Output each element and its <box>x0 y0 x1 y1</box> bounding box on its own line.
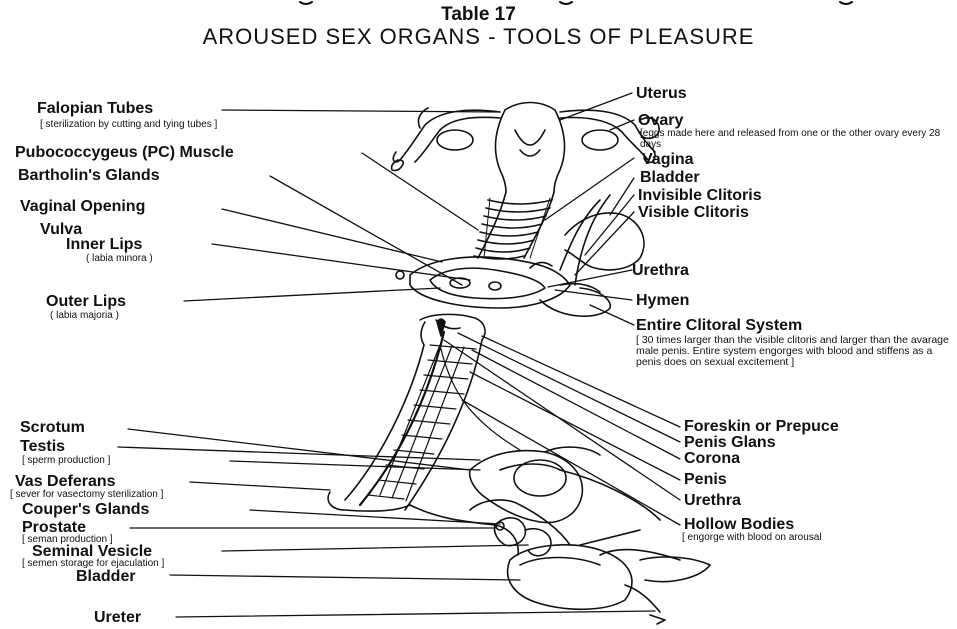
label-invisible-clitoris: Invisible Clitoris <box>638 188 762 204</box>
label-vagina: Vagina <box>642 152 694 168</box>
label-bartholins-glands: Bartholin's Glands <box>18 168 160 184</box>
leader-lines <box>118 93 680 617</box>
internal-male-illustration <box>410 345 710 624</box>
label-urethra-male: Urethra <box>684 493 741 509</box>
label-coupers-glands: Couper's Glands <box>22 502 149 518</box>
label-entire-clitoral-system: Entire Clitoral System <box>636 318 802 334</box>
label-foreskin: Foreskin or Prepuce <box>684 419 839 435</box>
label-pc-muscle: Pubococcygeus (PC) Muscle <box>15 145 234 161</box>
label-bladder-female: Bladder <box>640 170 700 186</box>
vagina-pc-muscle-illustration <box>474 192 554 259</box>
label-uterus: Uterus <box>636 86 687 102</box>
label-visible-clitoris: Visible Clitoris <box>638 205 749 221</box>
label-scrotum: Scrotum <box>20 420 85 436</box>
vulva-illustration <box>396 195 644 316</box>
label-hollow-bodies: Hollow Bodies <box>684 517 794 533</box>
label-ovary: Ovary <box>638 113 683 129</box>
uterus-illustration <box>392 103 660 193</box>
label-hymen: Hymen <box>636 293 689 309</box>
label-testis: Testis <box>20 439 65 455</box>
scrotum-testis-illustration <box>470 451 583 523</box>
note-vas-deferans: [ sever for vasectomy sterilization ] <box>10 490 163 501</box>
label-outer-lips: Outer Lips <box>46 294 126 310</box>
note-testis: [ sperm production ] <box>22 456 110 467</box>
label-penis-glans: Penis Glans <box>684 435 776 451</box>
label-corona: Corona <box>684 451 740 467</box>
label-fallopian-tubes: Falopian Tubes <box>37 101 153 117</box>
note-outer-lips: ( labia majoria ) <box>50 311 119 322</box>
label-ureter: Ureter <box>94 610 141 626</box>
note-hollow-bodies: [ engorge with blood on arousal <box>682 533 822 544</box>
note-fallopian-tubes: [ sterilization by cutting and tying tub… <box>40 120 217 131</box>
note-entire-clitoral-system: [ 30 times larger than the visible clito… <box>636 335 956 368</box>
label-urethra-female: Urethra <box>632 263 689 279</box>
label-penis: Penis <box>684 472 727 488</box>
note-ovary: [eggs made here and released from one or… <box>640 129 957 150</box>
label-vas-deferans: Vas Deferans <box>15 474 116 490</box>
penis-illustration <box>328 314 485 511</box>
label-inner-lips: Inner Lips <box>66 237 142 253</box>
label-bladder-male: Bladder <box>76 569 136 585</box>
note-inner-lips: ( labia minora ) <box>86 254 153 265</box>
label-vaginal-opening: Vaginal Opening <box>20 199 145 215</box>
